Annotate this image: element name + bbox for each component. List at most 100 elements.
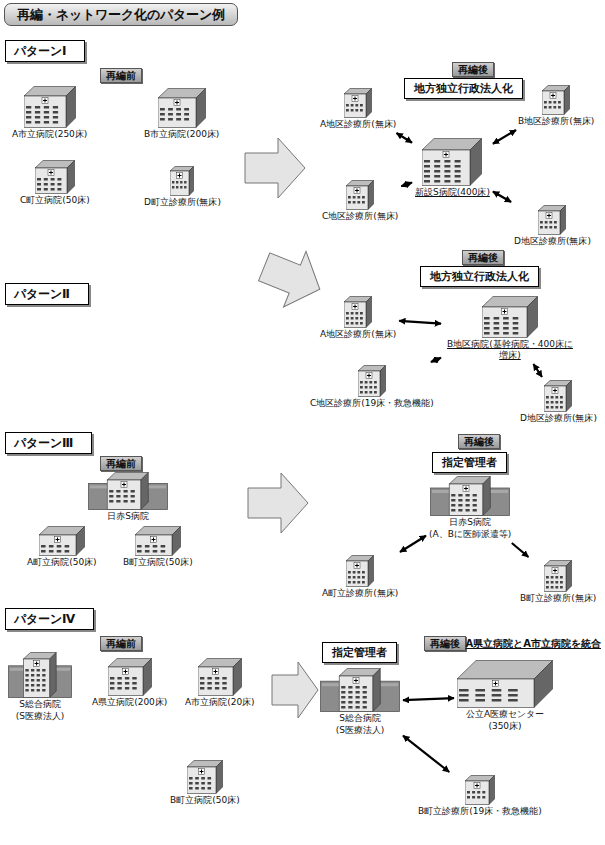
building-icon (482, 296, 538, 338)
status-box: 地方独立行政法人化 (404, 78, 523, 99)
link-arrow (403, 736, 449, 772)
link-arrow (400, 536, 426, 552)
building-figure (20, 160, 90, 194)
box-label: 再編前 (106, 638, 136, 649)
note-label: A県立病院とA市立病院を統合 (466, 637, 601, 650)
pattern-box: パターンⅡ (5, 283, 89, 305)
building-figure (27, 526, 97, 556)
building-figure (457, 660, 553, 708)
box-label: 指定管理者 (442, 456, 497, 469)
hospital-node: D地区診療所(無床) (514, 205, 591, 247)
hospital-node: C地区診療所(無床) (322, 180, 398, 222)
building-icon (320, 668, 400, 712)
hospital-caption: A地区診療所(無床) (320, 119, 396, 130)
stage-tag: 再編後 (452, 62, 494, 77)
hospital-caption: B町立診療所(19床・救急機能) (418, 806, 542, 817)
link-arrow (493, 192, 511, 203)
building-icon (430, 476, 510, 516)
link-arrow (493, 130, 516, 144)
stage-tag: 再編後 (462, 250, 504, 265)
block-arrow (248, 473, 308, 533)
stage-tag: 再編前 (100, 456, 142, 471)
hospital-node: A市立病院(250床) (12, 86, 87, 140)
hospital-caption: C町立病院(50床) (20, 195, 90, 206)
building-figure (144, 88, 219, 128)
building-figure (92, 658, 167, 696)
building-icon (346, 180, 374, 210)
stage-tag: 再編前 (100, 636, 142, 651)
hospital-node: A町立診療所(無床) (322, 555, 398, 599)
hospital-node: 公立A医療センター(350床) (457, 660, 553, 732)
box-label: 再編前 (106, 70, 136, 81)
box-label: パターンⅣ (14, 612, 75, 626)
box-label: 再編後 (430, 638, 460, 649)
box-label: 地方独立行政法人化 (414, 82, 513, 95)
hospital-caption: A町立診療所(無床) (322, 588, 398, 599)
hospital-caption: C地区診療所(19床・救急機能) (310, 398, 434, 409)
box-label: 指定管理者 (332, 646, 387, 659)
building-icon (158, 88, 206, 128)
box-label: 再編後 (458, 64, 488, 75)
hospital-node: 日赤S病院 (88, 472, 168, 522)
link-arrow (399, 321, 441, 324)
building-icon (187, 760, 223, 794)
stage-tag: 再編前 (100, 68, 142, 83)
building-icon (422, 138, 482, 186)
block-arrow (253, 239, 331, 317)
building-figure (520, 380, 597, 412)
hospital-caption: D地区診療所(無床) (514, 236, 591, 247)
hospital-node: 日赤S病院(A、Bに医師派遣等) (429, 476, 511, 540)
building-icon (544, 560, 572, 592)
hospital-node: 新設S病院(400床) (415, 138, 490, 198)
building-figure (514, 205, 591, 235)
hospital-node: B市立病院(200床) (144, 88, 219, 140)
status-box: 地方独立行政法人化 (420, 266, 539, 287)
building-figure (123, 526, 193, 556)
hospital-node: B地区病院(基幹病院・400床に増床) (444, 296, 576, 361)
stage-tag: 再編後 (458, 434, 500, 449)
hospital-node: S総合病院(S医療法人) (320, 668, 400, 736)
building-figure (310, 365, 434, 397)
building-figure (144, 166, 221, 196)
link-arrow (401, 183, 412, 187)
hospital-caption: B地区病院(基幹病院・400床に増床) (444, 339, 576, 361)
box-label: 地方独立行政法人化 (430, 270, 529, 283)
pattern-box: パターンⅣ (5, 608, 94, 630)
hospital-caption: B町立病院(50床) (123, 557, 193, 568)
box-label: パターンⅢ (14, 436, 73, 450)
building-icon (135, 526, 181, 556)
hospital-node: D町立診療所(無床) (144, 166, 221, 208)
link-arrow (512, 543, 529, 557)
status-box: 指定管理者 (322, 642, 397, 663)
building-icon (8, 652, 72, 698)
hospital-caption: (A、Bに医師派遣等) (429, 529, 511, 540)
building-figure (8, 652, 72, 698)
building-figure (520, 560, 596, 592)
building-figure (88, 472, 168, 510)
building-icon (538, 205, 566, 235)
link-arrow (403, 698, 454, 700)
hospital-caption: A県立病院(200床) (92, 697, 167, 708)
hospital-caption: A地区診療所(無床) (320, 329, 396, 340)
box-label: パターンⅠ (14, 44, 66, 58)
building-icon (35, 160, 75, 194)
box-label: パターンⅡ (14, 287, 70, 301)
pattern-box: パターンⅢ (5, 432, 92, 454)
hospital-node: C町立病院(50床) (20, 160, 90, 206)
stage-tag: 再編後 (424, 636, 466, 651)
building-figure (429, 476, 511, 516)
hospital-caption: (350床) (457, 721, 553, 732)
hospital-caption: 日赤S病院 (429, 517, 511, 528)
box-label: 再編後 (464, 436, 494, 447)
hospital-caption: 日赤S病院 (88, 511, 168, 522)
building-figure (415, 138, 490, 186)
building-icon (108, 658, 152, 696)
hospital-node: A市立病院(20床) (185, 658, 255, 708)
building-figure (322, 180, 398, 210)
hospital-caption: B地区診療所(無床) (518, 116, 594, 127)
hospital-caption: B町立診療所(無床) (520, 593, 596, 604)
hospital-node: B町立診療所(19床・救急機能) (418, 775, 542, 817)
block-arrow (245, 138, 305, 198)
building-icon (346, 555, 374, 587)
building-figure (418, 775, 542, 805)
